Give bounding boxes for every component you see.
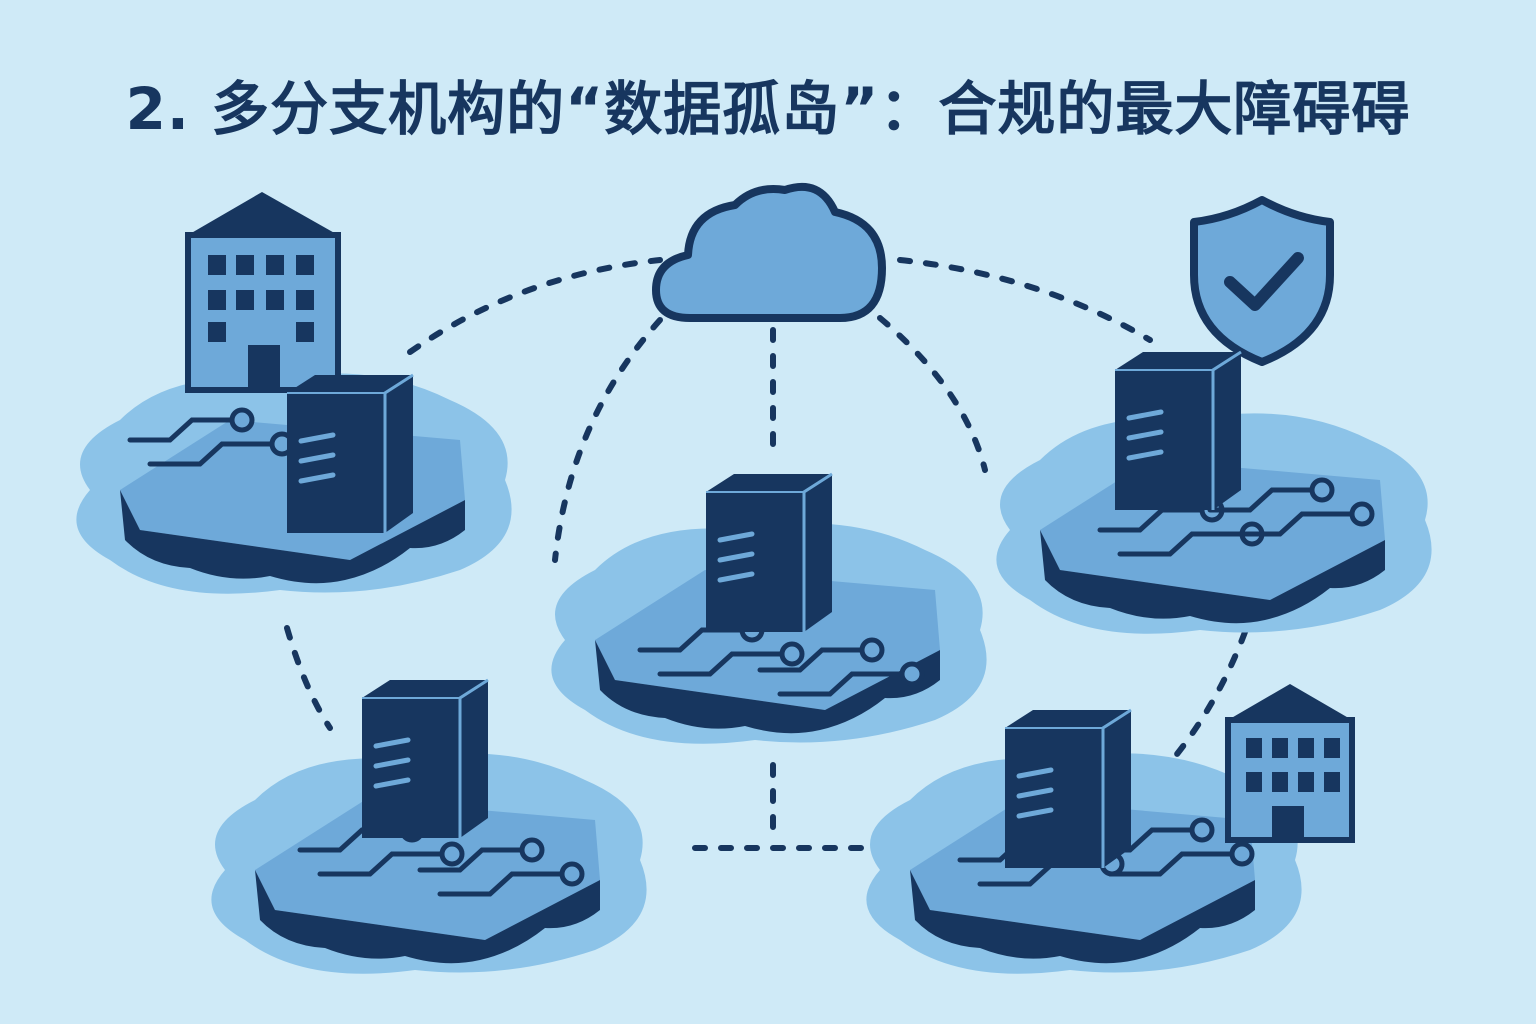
bottom-right-branch-island	[866, 684, 1355, 974]
top-left-branch-island	[76, 192, 512, 594]
server-icon	[362, 680, 488, 838]
bottom-left-branch-island	[211, 680, 647, 974]
dashed-connection-lines	[284, 257, 1248, 851]
office-building-icon	[1225, 684, 1355, 843]
server-icon	[706, 474, 832, 632]
cloud-icon	[652, 182, 886, 322]
page-title: 2. 多分支机构的“数据孤岛”：合规的最大障碍碍	[125, 75, 1411, 143]
shield-check-icon	[1190, 196, 1334, 366]
server-icon	[1005, 710, 1131, 868]
server-icon	[287, 375, 413, 533]
center-branch-island	[551, 474, 987, 744]
server-icon	[1115, 352, 1241, 510]
office-building-icon	[185, 192, 341, 393]
top-right-branch-island	[996, 196, 1432, 634]
